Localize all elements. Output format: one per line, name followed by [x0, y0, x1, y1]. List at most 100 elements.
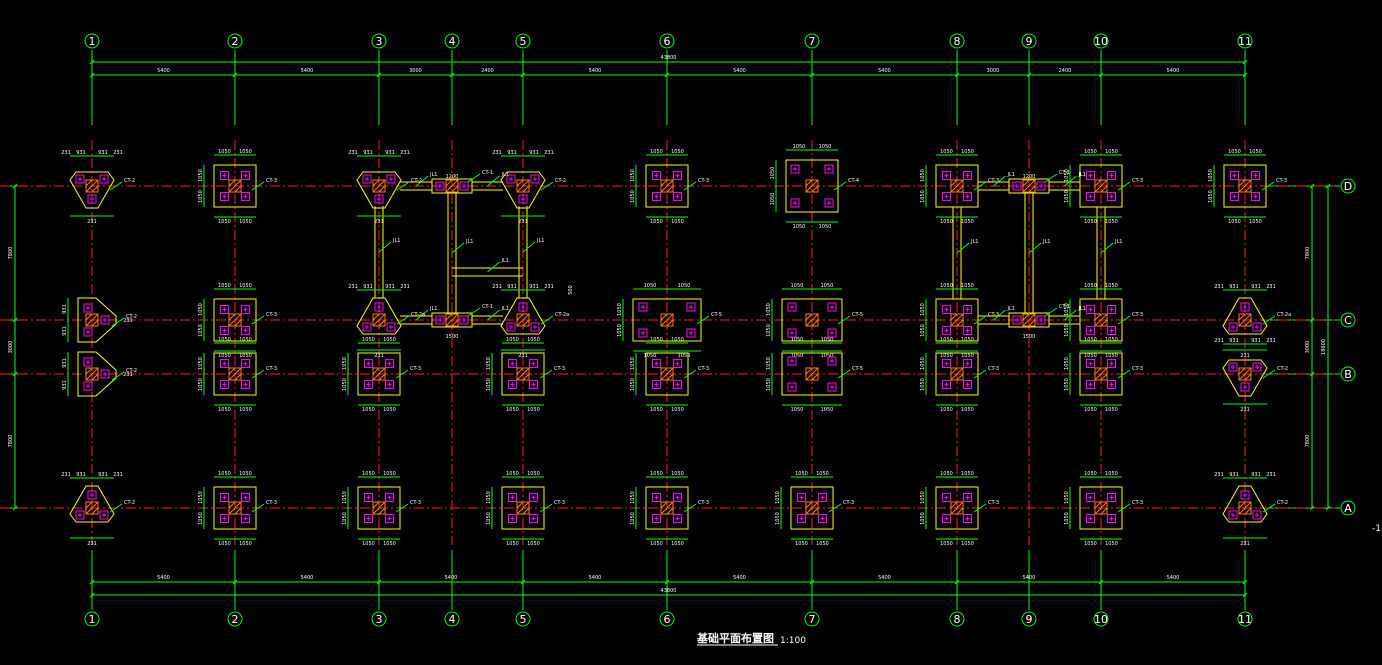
column-hatch — [451, 319, 459, 327]
cap-dim-label: 231 — [1240, 407, 1250, 413]
column-hatch — [666, 185, 674, 193]
cap-dim-label: 1050 — [198, 491, 204, 504]
pile-box — [529, 359, 538, 368]
cap-leader — [683, 369, 697, 379]
column-hatch — [516, 367, 530, 381]
top-dim-label: 2400 — [1059, 68, 1072, 74]
right-dim-label: 7800 — [1305, 435, 1311, 448]
beam-tag: JL1 — [501, 258, 509, 264]
cap-dim-label: 1050 — [920, 324, 926, 337]
cap-outline — [500, 297, 546, 335]
grid-bubble-bottom — [1021, 611, 1037, 627]
beam-tag: JL1 — [1007, 172, 1015, 178]
cap-dim-label: 1050 — [644, 283, 657, 289]
cap-dim-label: 1050 — [671, 337, 684, 343]
cap-leader — [395, 369, 409, 379]
pile-box — [942, 171, 951, 180]
pile-box — [241, 171, 250, 180]
core-dim-label: 1200 — [1023, 174, 1036, 180]
top-dim-label: 5400 — [301, 68, 314, 74]
column-hatch — [805, 313, 819, 327]
pile-box — [673, 359, 682, 368]
column-hatch — [811, 319, 819, 327]
cap-dim-label: 1050 — [198, 324, 204, 337]
beam-leader — [378, 241, 392, 253]
cap-dim-label: 1050 — [1105, 283, 1118, 289]
cap-dim-label: 1050 — [819, 224, 832, 230]
cap-dim-label: 1050 — [1084, 219, 1097, 225]
cap-leader — [467, 173, 481, 183]
column-hatch — [956, 185, 964, 193]
bottom-overall-dim-tick — [89, 592, 95, 598]
pile-box — [1107, 493, 1116, 502]
pile-box — [1240, 490, 1250, 500]
cap-dim-label: 1050 — [1249, 219, 1262, 225]
pile-box — [364, 493, 373, 502]
column-hatch — [1238, 501, 1246, 509]
beam-tag: JL1 — [1078, 172, 1086, 178]
column-hatch — [516, 501, 530, 515]
top-dim-label: 5400 — [1167, 68, 1180, 74]
grid-bubble-label: 7 — [809, 35, 816, 48]
grid-bubble-label: B — [1344, 368, 1352, 381]
cap-dim-label: 1050 — [795, 471, 808, 477]
pile-box — [1252, 510, 1262, 520]
cap-tag: CT-3 — [1132, 366, 1143, 372]
grid-bubble-bottom — [1237, 611, 1253, 627]
pile-box — [652, 380, 661, 389]
cap-dim-label: 931 — [507, 284, 517, 290]
column-hatch — [1244, 185, 1252, 193]
cap-outline — [356, 171, 402, 209]
pile-box — [1240, 302, 1250, 312]
grid-bubble-bottom — [371, 611, 387, 627]
column-hatch — [234, 319, 242, 327]
cap-outline — [77, 351, 117, 397]
cap-dim-label: 931 — [62, 326, 68, 336]
cap-dim-label: 1050 — [940, 219, 953, 225]
cap-dim-label: 1050 — [791, 353, 804, 359]
pile-box — [1107, 514, 1116, 523]
pile-box — [529, 514, 538, 523]
pile-box — [673, 380, 682, 389]
cap-outline — [1079, 352, 1123, 396]
cap-outline — [213, 298, 257, 342]
cap-leader — [395, 503, 409, 513]
cap-dim-label: 931 — [1251, 284, 1261, 290]
column-hatch — [372, 367, 386, 381]
pile-box — [99, 174, 109, 184]
top-dim-label: 2400 — [481, 68, 494, 74]
cap-tag: CT-3 — [554, 366, 565, 372]
pile-box — [1107, 305, 1116, 314]
cap-leader — [396, 315, 410, 325]
cap-dim-label: 1050 — [239, 219, 252, 225]
column-hatch — [811, 185, 819, 193]
cap-dim-label: 231 — [1240, 353, 1250, 359]
cap-dim-label: 1050 — [650, 219, 663, 225]
cap-outline — [213, 352, 257, 396]
cap-tag: CT-4 — [848, 178, 859, 184]
cap-leader — [251, 181, 265, 191]
cap-tag: CT-2a — [555, 312, 569, 318]
left-dim-label: 7800 — [8, 247, 14, 260]
cap-tag: CT-3 — [266, 312, 277, 318]
column-hatch — [1244, 373, 1252, 381]
pile-box — [942, 380, 951, 389]
cap-leader — [683, 181, 697, 191]
grid-bubble-label: 3 — [376, 613, 383, 626]
beam-tag: JL1 — [1078, 306, 1086, 312]
cap-dim-label: 231 — [374, 219, 384, 225]
beam-leader — [487, 309, 500, 321]
cap-dim-label: 1050 — [198, 303, 204, 316]
pile-box — [385, 493, 394, 502]
beam-tag: JL1 — [501, 306, 509, 312]
bottom-overall-dim-tick — [1242, 592, 1248, 598]
column-hatch — [372, 313, 386, 327]
pile-box — [942, 192, 951, 201]
